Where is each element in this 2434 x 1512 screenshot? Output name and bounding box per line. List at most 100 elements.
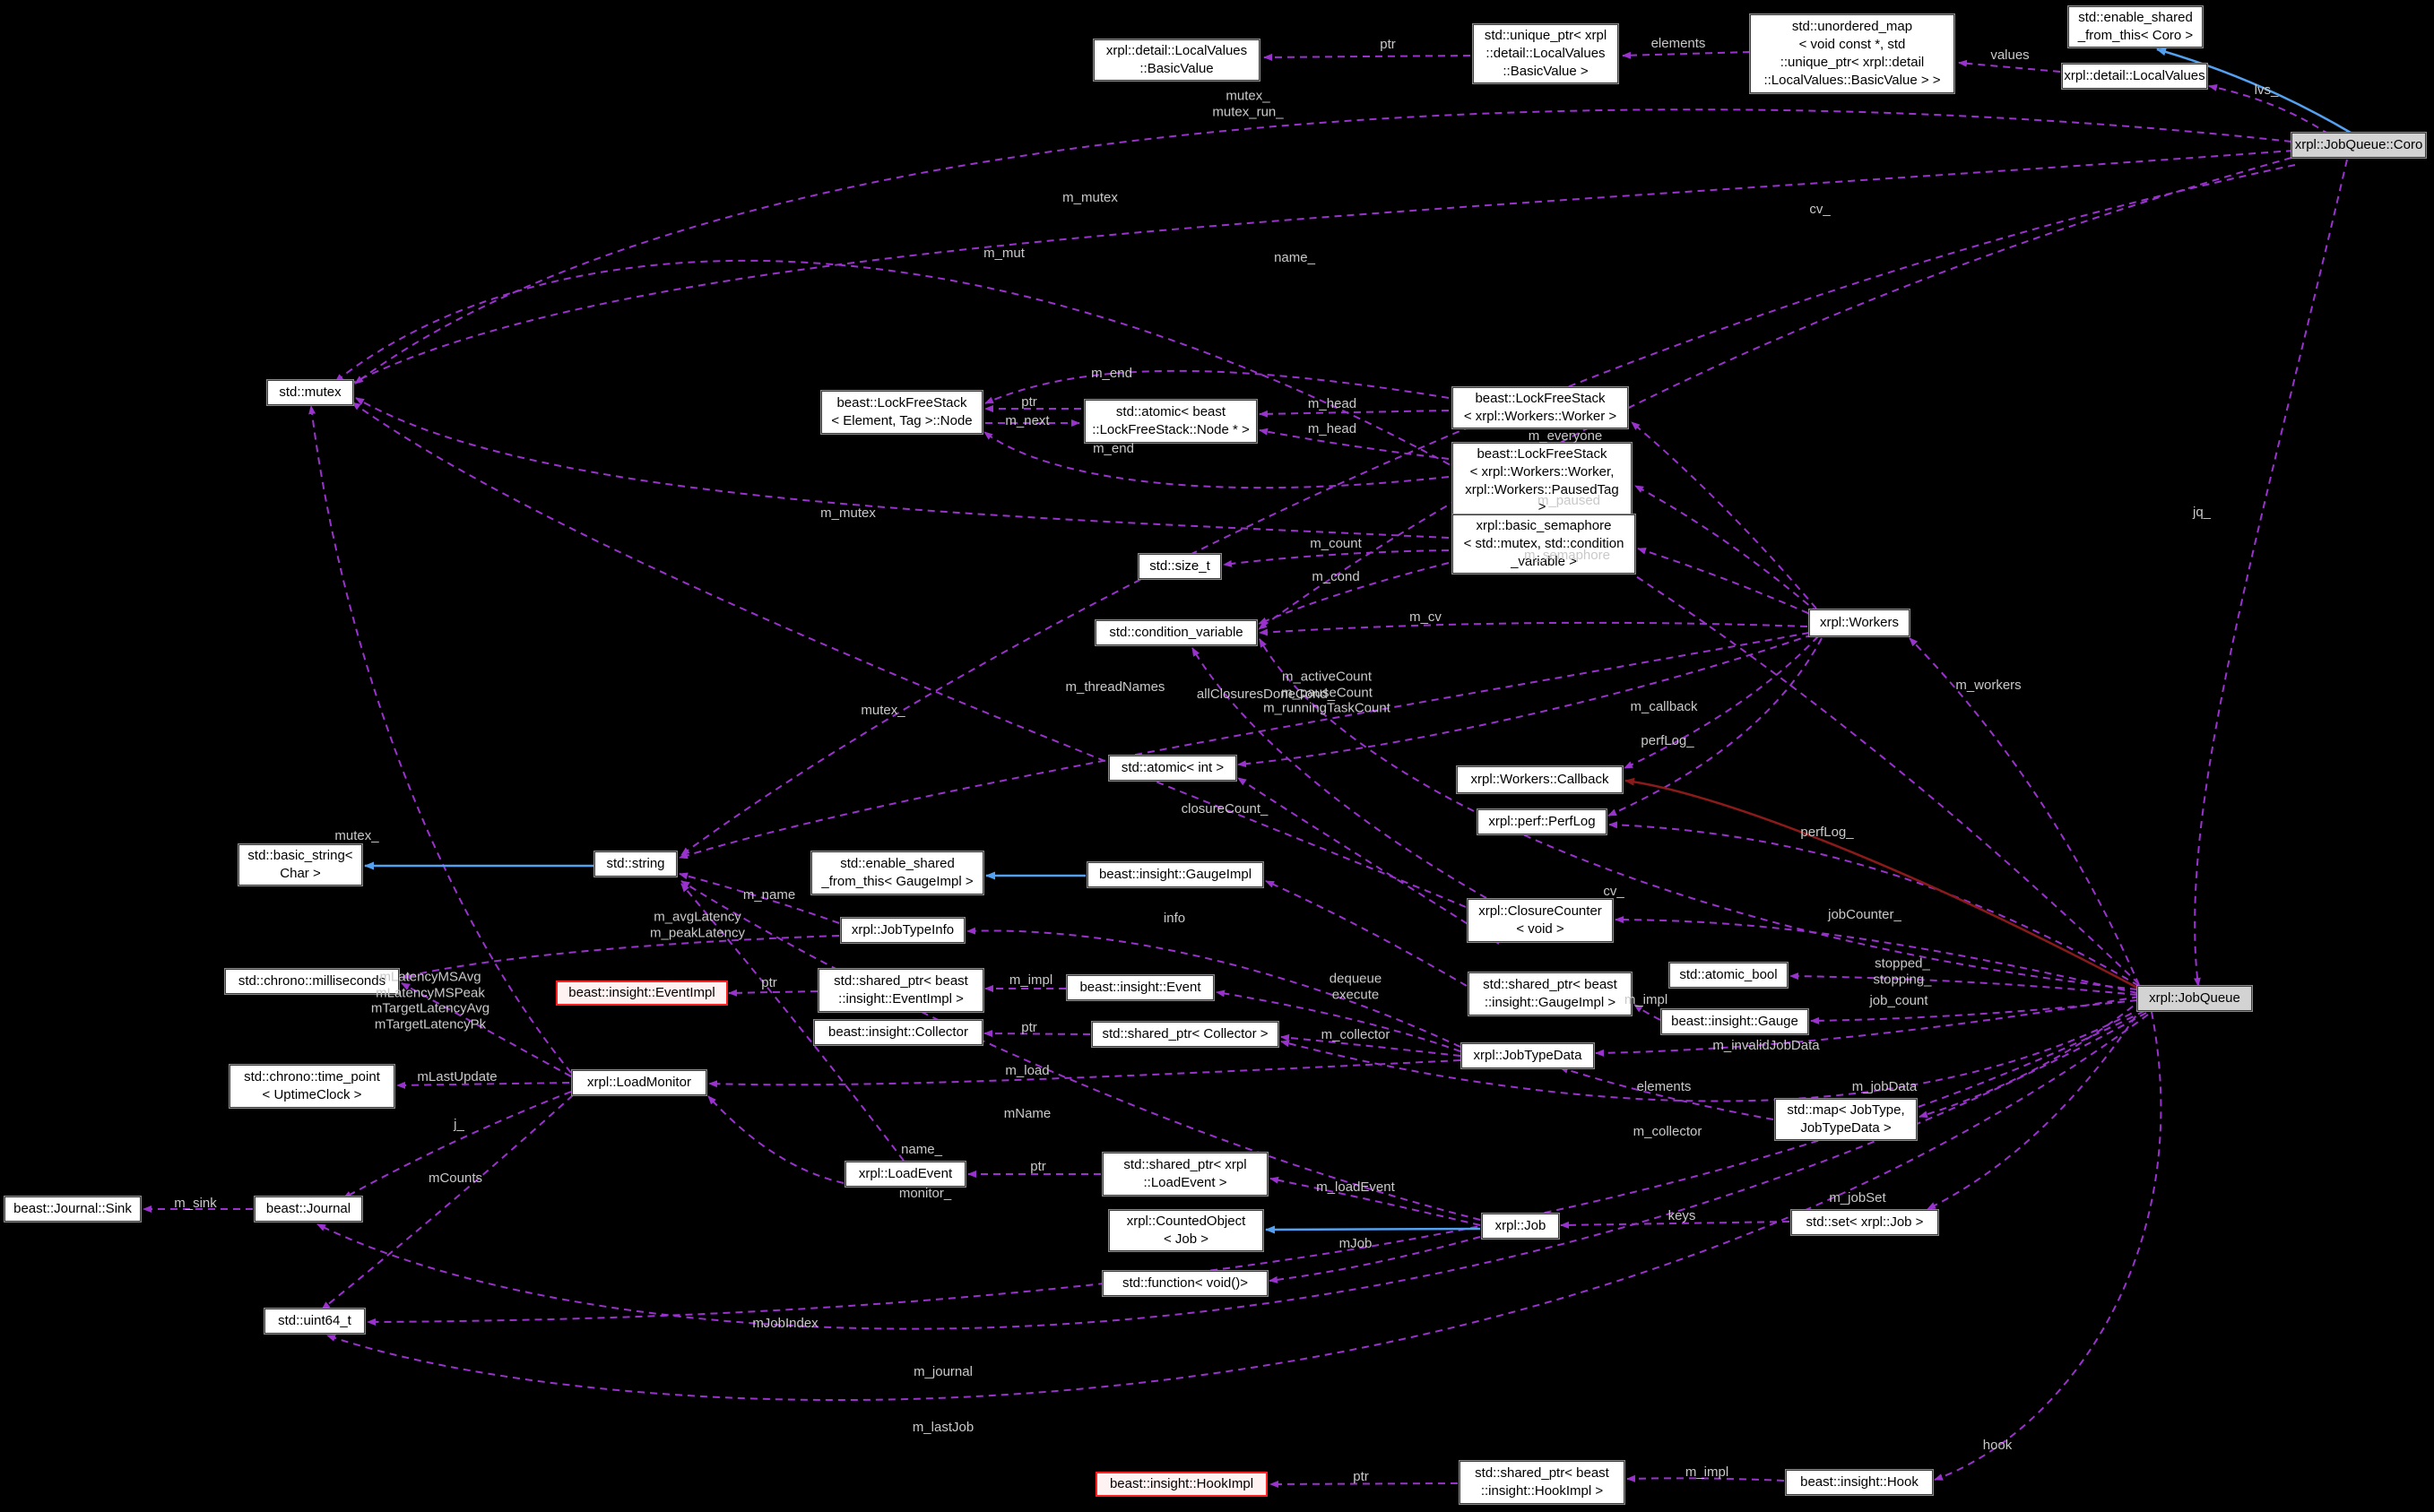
node-jobtypedata[interactable]: xrpl::JobTypeData xyxy=(1460,1042,1595,1069)
node-shared-ptr-loadevent[interactable]: std::shared_ptr< xrpl ::LoadEvent > xyxy=(1102,1152,1269,1197)
node-insight-hookimpl[interactable]: beast::insight::HookImpl xyxy=(1096,1472,1268,1497)
node-localvalues[interactable]: xrpl::detail::LocalValues xyxy=(2061,63,2208,90)
edge-30 xyxy=(1615,916,2138,994)
node-std-mutex[interactable]: std::mutex xyxy=(266,379,354,406)
edge-3 xyxy=(2208,83,2330,135)
edge-47 xyxy=(342,1091,572,1199)
node-enable-shared-from-this-gaugeimpl[interactable]: std::enable_shared _from_this< GaugeImpl… xyxy=(810,851,984,895)
node-insight-event[interactable]: beast::insight::Event xyxy=(1066,974,1215,1001)
node-chrono-time-point[interactable]: std::chrono::time_point < UptimeClock > xyxy=(229,1064,395,1109)
edge-46 xyxy=(396,1081,570,1089)
edge-75 xyxy=(1624,777,2138,989)
node-journal-sink[interactable]: beast::Journal::Sink xyxy=(4,1196,142,1223)
edge-55 xyxy=(1560,1221,1790,1229)
edge-27 xyxy=(1608,821,2140,987)
node-loadmonitor[interactable]: xrpl::LoadMonitor xyxy=(571,1069,707,1096)
node-loadevent[interactable]: xrpl::LoadEvent xyxy=(845,1161,966,1188)
node-enable-shared-from-this-coro[interactable]: std::enable_shared _from_this< Coro > xyxy=(2067,5,2204,48)
edge-21 xyxy=(1259,621,1808,636)
node-insight-hook[interactable]: beast::insight::Hook xyxy=(1785,1469,1934,1496)
node-atomic-lockfreestack-node[interactable]: std::atomic< beast ::LockFreeStack::Node… xyxy=(1084,399,1258,444)
node-lockfreestack-node[interactable]: beast::LockFreeStack < Element, Tag >::N… xyxy=(820,390,983,435)
node-insight-eventimpl[interactable]: beast::insight::EventImpl xyxy=(556,981,728,1006)
edge-44 xyxy=(708,1059,1461,1088)
node-journal[interactable]: beast::Journal xyxy=(254,1196,363,1223)
node-workers[interactable]: xrpl::Workers xyxy=(1808,609,1910,637)
node-jobtypeinfo[interactable]: xrpl::JobTypeInfo xyxy=(840,917,966,944)
edge-53 xyxy=(1269,1176,1481,1226)
node-job[interactable]: xrpl::Job xyxy=(1481,1213,1560,1240)
edge-67 xyxy=(1909,637,2140,986)
node-lockfreestack-worker-paused[interactable]: beast::LockFreeStack < xrpl::Workers::Wo… xyxy=(1451,441,1633,521)
node-std-basic-string[interactable]: std::basic_string< Char > xyxy=(238,843,363,886)
edge-20 xyxy=(1637,547,1821,619)
node-std-string[interactable]: std::string xyxy=(593,851,678,877)
node-lockfreestack-worker[interactable]: beast::LockFreeStack < xrpl::Workers::Wo… xyxy=(1451,386,1629,429)
edge-69 xyxy=(1265,880,1468,987)
edge-6 xyxy=(340,150,2294,390)
edge-32 xyxy=(1810,999,2138,1024)
node-workers-callback[interactable]: xrpl::Workers::Callback xyxy=(1456,765,1624,794)
node-jobqueue[interactable]: xrpl::JobQueue xyxy=(2136,985,2253,1012)
edge-62 xyxy=(316,1012,2147,1330)
edge-66 xyxy=(1269,1480,1459,1488)
edge-7 xyxy=(1258,157,2292,630)
edge-15 xyxy=(355,397,1450,539)
node-closurecounter-void[interactable]: xrpl::ClosureCounter < void > xyxy=(1467,898,1614,943)
edge-25 xyxy=(1624,635,1819,769)
edge-31 xyxy=(1789,972,2138,996)
node-unordered-map-localvalues[interactable]: std::unordered_map < void const *, std :… xyxy=(1749,13,1955,94)
node-countedobject-job[interactable]: xrpl::CountedObject < Job > xyxy=(1108,1209,1264,1252)
node-insight-collector[interactable]: beast::insight::Collector xyxy=(813,1019,983,1046)
edge-10 xyxy=(1259,410,1450,418)
edge-12 xyxy=(983,431,1450,489)
node-jobqueue-coro[interactable]: xrpl::JobQueue::Coro xyxy=(2291,132,2427,159)
edge-56 xyxy=(1927,1005,2144,1210)
edge-28 xyxy=(1237,777,1500,945)
edge-63 xyxy=(326,1014,2149,1402)
node-unique-ptr-basicvalue[interactable]: std::unique_ptr< xrpl ::detail::LocalVal… xyxy=(1472,23,1619,84)
edge-65 xyxy=(1626,1474,1785,1482)
edge-58 xyxy=(1559,1066,1774,1120)
node-map-jobtype-jobtypedata[interactable]: std::map< JobType, JobTypeData > xyxy=(1774,1098,1918,1141)
node-basic-semaphore[interactable]: xrpl::basic_semaphore < std::mutex, std:… xyxy=(1451,514,1636,575)
edge-40 xyxy=(728,989,819,997)
edge-36 xyxy=(401,935,840,980)
node-std-uint64-t[interactable]: std::uint64_t xyxy=(264,1308,366,1335)
node-shared-ptr-gaugeimpl[interactable]: std::shared_ptr< beast ::insight::GaugeI… xyxy=(1468,972,1633,1016)
edge-18 xyxy=(1631,421,1817,609)
edge-45 xyxy=(680,880,1481,1221)
edge-74 xyxy=(1265,1225,1481,1234)
edge-50 xyxy=(680,883,905,1162)
edge-26 xyxy=(1607,637,1823,816)
node-perf-perflog[interactable]: xrpl::perf::PerfLog xyxy=(1477,808,1607,835)
edge-60 xyxy=(1280,1007,2144,1102)
node-std-condition-variable[interactable]: std::condition_variable xyxy=(1095,619,1258,646)
edge-9 xyxy=(984,369,1450,404)
node-set-job[interactable]: std::set< xrpl::Job > xyxy=(1790,1209,1939,1236)
edge-34 xyxy=(966,927,1461,1048)
node-insight-gauge[interactable]: beast::insight::Gauge xyxy=(1660,1008,1809,1035)
node-std-atomic-int[interactable]: std::atomic< int > xyxy=(1108,755,1237,782)
edge-43 xyxy=(1280,1033,1461,1057)
node-std-atomic-bool[interactable]: std::atomic_bool xyxy=(1668,962,1789,989)
edge-0 xyxy=(1263,53,1471,61)
edge-70 xyxy=(401,982,572,1077)
edge-42 xyxy=(1216,989,1461,1052)
edge-24 xyxy=(1237,634,1814,768)
node-chrono-milliseconds[interactable]: std::chrono::milliseconds xyxy=(224,968,400,995)
node-shared-ptr-collector[interactable]: std::shared_ptr< Collector > xyxy=(1091,1021,1279,1048)
node-insight-gaugeimpl[interactable]: beast::insight::GaugeImpl xyxy=(1087,861,1264,888)
node-shared-ptr-hookimpl[interactable]: std::shared_ptr< beast ::insight::HookIm… xyxy=(1459,1460,1625,1505)
edge-4 xyxy=(354,108,2292,384)
edge-23 xyxy=(1191,647,1487,899)
node-std-size-t[interactable]: std::size_t xyxy=(1138,553,1222,580)
edge-48 xyxy=(321,1094,574,1310)
edge-54 xyxy=(1269,1236,1481,1283)
node-localvalues-basicvalue[interactable]: xrpl::detail::LocalValues ::BasicValue xyxy=(1093,39,1260,82)
edge-8 xyxy=(680,164,2296,856)
node-std-function-void[interactable]: std::function< void()> xyxy=(1102,1270,1269,1297)
edge-16 xyxy=(1223,549,1450,567)
node-shared-ptr-eventimpl[interactable]: std::shared_ptr< beast ::insight::EventI… xyxy=(818,968,984,1013)
